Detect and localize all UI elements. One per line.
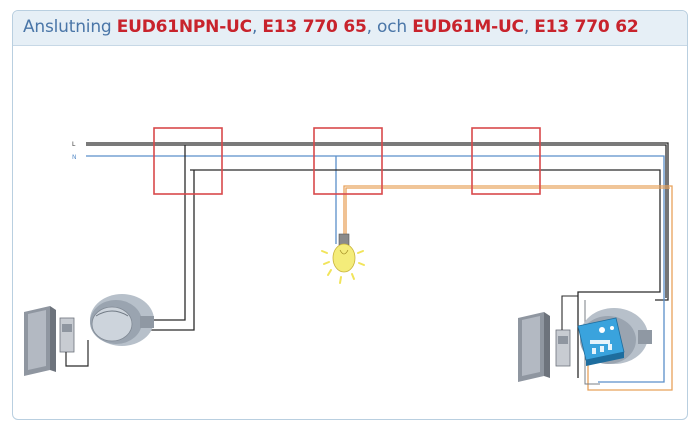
title-part: Anslutning (23, 17, 117, 37)
switched-wire (343, 185, 673, 391)
title-part: E13 770 62 (534, 17, 639, 37)
dimmer-module-icon (577, 317, 625, 366)
neutral-wire-label: N (72, 154, 77, 161)
switch-mechanism-icon (555, 295, 578, 367)
left-switch-wires (150, 145, 661, 378)
title-bar: Anslutning EUD61NPN-UC, E13 770 65, och … (13, 11, 687, 46)
title-part: EUD61NPN-UC (116, 17, 252, 37)
title-part: E13 770 65 (262, 17, 367, 37)
line-wire-label: L (72, 141, 76, 148)
wall-switch-icon (24, 306, 56, 376)
diagram-frame: Anslutning EUD61NPN-UC, E13 770 65, och … (12, 10, 688, 420)
neutral-wire (86, 155, 665, 383)
light-bulb-icon (321, 233, 365, 284)
title-part: , (523, 17, 535, 37)
title-part: EUD61M-UC (412, 17, 524, 37)
mounting-box-icon (90, 294, 154, 346)
wall-switch-icon (518, 312, 550, 382)
switch-mechanism-icon (59, 317, 89, 367)
line-wire (86, 142, 669, 301)
diagram-title: Anslutning EUD61NPN-UC, E13 770 65, och … (23, 17, 639, 37)
title-part: , (251, 17, 263, 37)
title-part: , och (366, 17, 413, 37)
junction-box-icon (153, 127, 541, 195)
